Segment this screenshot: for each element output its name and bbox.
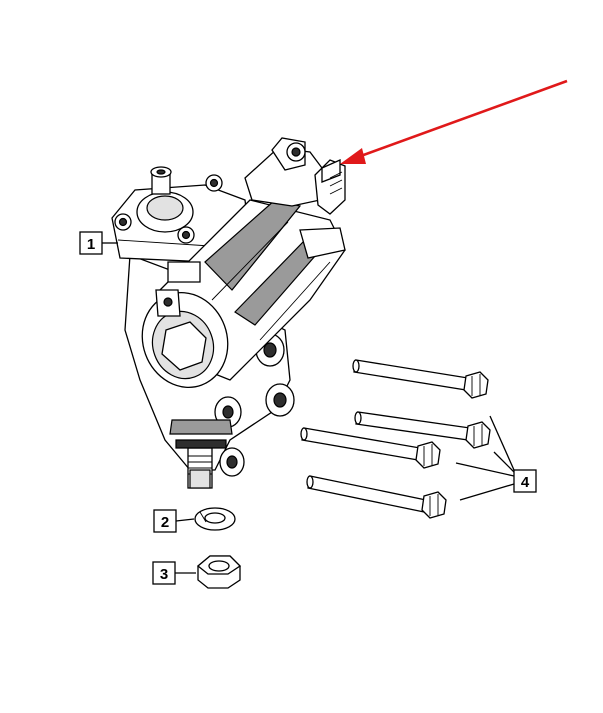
lock-washer xyxy=(194,507,236,531)
bolt xyxy=(354,411,491,449)
steering-gear-assembly xyxy=(111,137,346,489)
callout-1: 1 xyxy=(79,231,118,255)
red-indicator-arrow xyxy=(340,79,568,164)
bolt-group xyxy=(300,359,491,519)
callout-3: 3 xyxy=(152,561,196,585)
svg-text:3: 3 xyxy=(160,566,168,583)
bolt xyxy=(300,427,441,469)
svg-text:4: 4 xyxy=(521,474,530,491)
callout-2: 2 xyxy=(153,509,195,533)
nut xyxy=(196,555,242,589)
callout-4: 4 xyxy=(455,415,537,501)
svg-text:2: 2 xyxy=(161,514,169,531)
svg-text:1: 1 xyxy=(87,236,95,253)
bolt xyxy=(306,475,447,519)
bolt xyxy=(352,359,489,399)
